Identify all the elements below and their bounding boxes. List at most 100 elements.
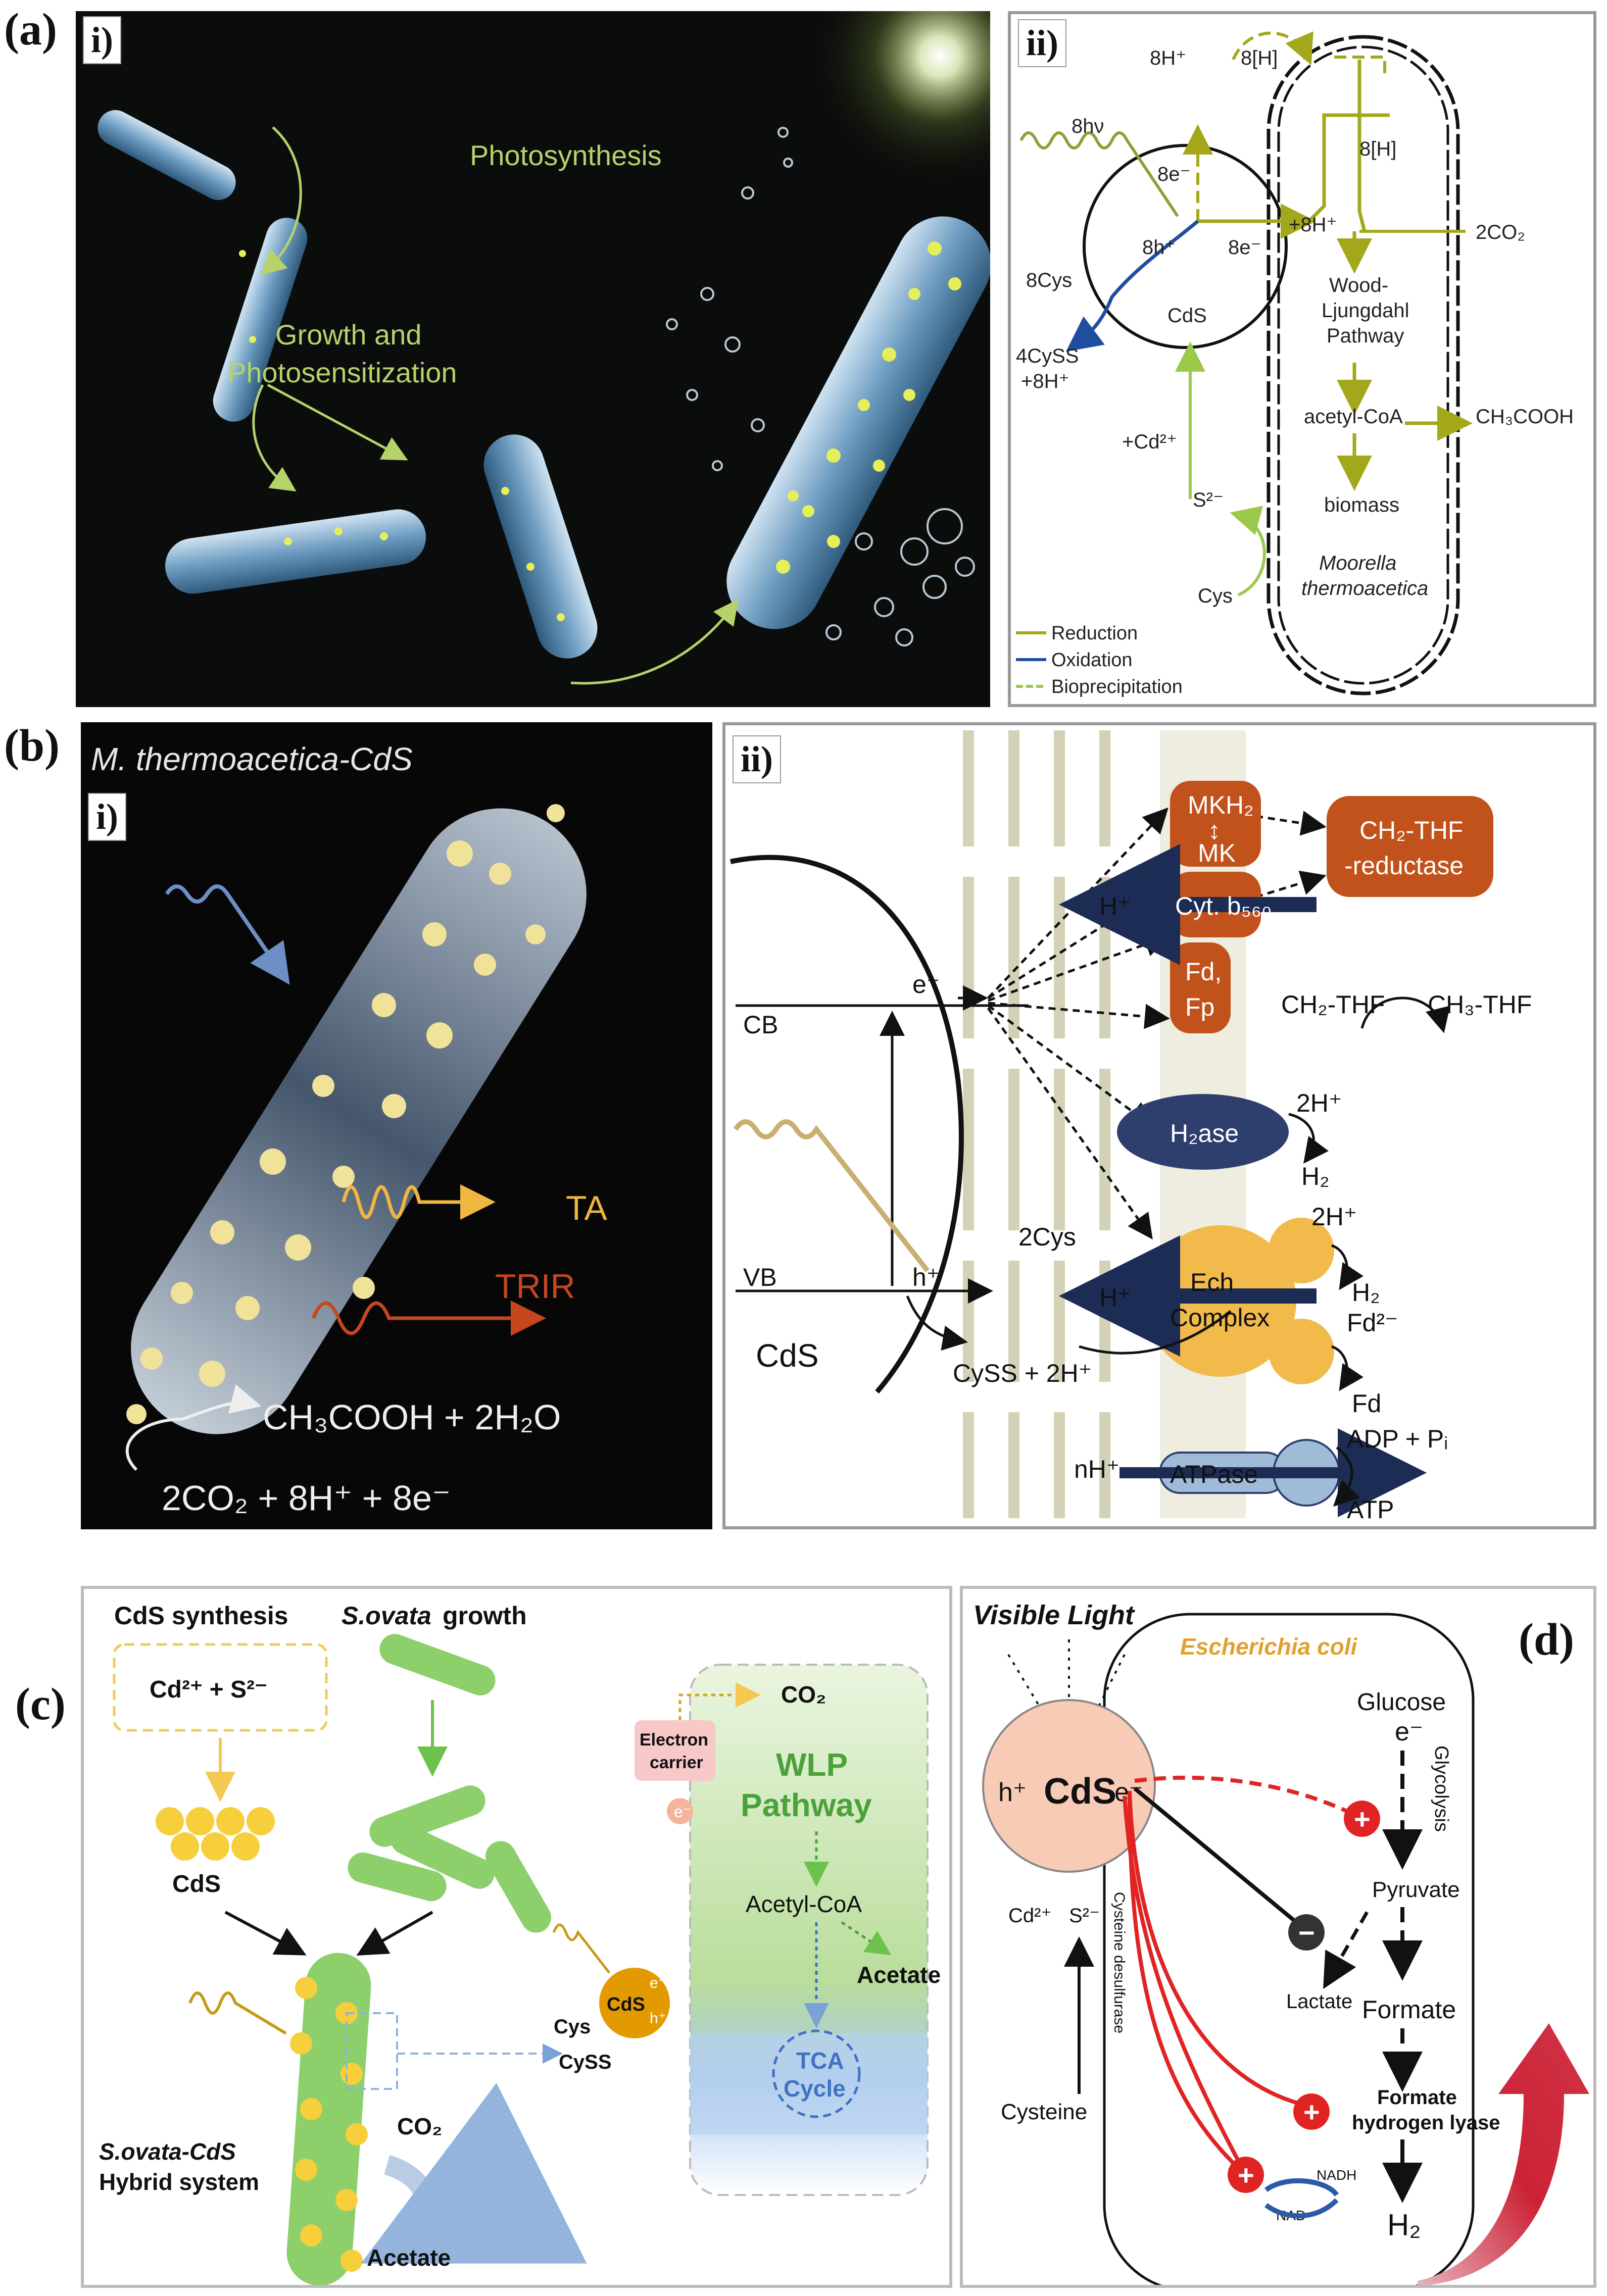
panel-b-i: M. thermoacetica-CdS TA TRIR CH₃COOH + 2… <box>81 722 712 1529</box>
cds-label: CdS <box>172 1871 221 1898</box>
label-cyss: CySS + 2H⁺ <box>953 1359 1092 1387</box>
cds-arc <box>729 855 964 1394</box>
pathway-label: Pathway <box>741 1787 872 1823</box>
visible-light-label: Visible Light <box>973 1600 1135 1630</box>
process-arrows <box>252 126 739 685</box>
glucose-label: Glucose <box>1357 1689 1446 1716</box>
h2ase-enzyme <box>1117 1094 1289 1170</box>
label-hplus-2: H⁺ <box>1099 1283 1131 1312</box>
label-mkh2: MKH₂ <box>1188 791 1254 819</box>
hybrid-cell <box>286 1953 371 2286</box>
wlp-label: WLP <box>776 1746 848 1783</box>
label-atpase: ATPase <box>1170 1460 1258 1488</box>
mkh2-mk-protein <box>1170 781 1261 867</box>
plus-sign: + <box>1303 2096 1320 2128</box>
photosensitization-label: Photosensitization <box>227 357 457 388</box>
growth-species: S.ovata <box>342 1602 431 1630</box>
label-mk: MK <box>1198 839 1236 867</box>
legend-bioprecipitation: Bioprecipitation <box>1051 676 1183 697</box>
pyruvate-label: Pyruvate <box>1372 1877 1460 1902</box>
sovata-cells <box>348 1634 551 1933</box>
inhibit-badge: − <box>1288 1914 1325 1951</box>
cycle-label: Cycle <box>784 2075 846 2102</box>
red-dashed-route <box>1134 1775 1348 1813</box>
fhl-label-1: Formate <box>1377 2086 1457 2109</box>
bacterium-cell-photosensitized <box>726 216 990 629</box>
photosynthesis-illustration: Photosynthesis Growth and Photosensitiza… <box>98 11 990 685</box>
label-8cys: 8Cys <box>1026 269 1072 291</box>
enhance-badge: + <box>1228 2157 1264 2193</box>
label-h2-1: H₂ <box>1301 1162 1330 1190</box>
cds-label: CdS <box>1044 1771 1116 1812</box>
ta-label: TA <box>566 1189 607 1227</box>
panel-label-a-i: i) <box>83 16 121 64</box>
ions-label: Cd²⁺ + S²⁻ <box>150 1676 267 1703</box>
label-ljungdahl: Ljungdahl <box>1322 300 1409 322</box>
label-4cyss: 4CySS <box>1016 345 1079 367</box>
e2-label: e⁻ <box>1395 1717 1423 1746</box>
cds-particles <box>156 1807 275 1861</box>
cds-particle <box>982 1699 1156 1873</box>
nadh-label: NADH <box>1317 2167 1356 2183</box>
label-cd2: +Cd²⁺ <box>1122 431 1177 453</box>
hybrid-label: S.ovata-CdS <box>99 2138 236 2165</box>
label-cyt: Cyt. b₅₆₀ <box>1175 892 1272 920</box>
m-thermoacetica-cds-illustration: M. thermoacetica-CdS TA TRIR CH₃COOH + 2… <box>91 741 607 1518</box>
reduction-arrows <box>1198 60 1473 491</box>
cds-nanoparticles <box>239 241 961 621</box>
cds-synthesis-title: CdS synthesis <box>114 1602 288 1630</box>
trir-label: TRIR <box>495 1267 575 1306</box>
tca-label: TCA <box>796 2048 844 2074</box>
electron-transfer-diagram: MKH₂ ↕ MK Cyt. b₅₆₀ Fd, Fp CH₂-THF -redu… <box>729 730 1532 1524</box>
acetate-wlp: Acetate <box>857 1962 941 1988</box>
label-ch2-thf: CH₂-THF <box>1281 990 1385 1019</box>
panel-label-a: (a) <box>4 5 57 55</box>
ecoli-cds-hydrogen-diagram: Visible Light Escherichia coli (d) h⁺ Cd… <box>973 1600 1589 2292</box>
cds-small-e: e⁻ <box>650 1975 666 1991</box>
label-8e-bottom: 8e⁻ <box>1228 236 1261 259</box>
panel-label-a-ii: ii) <box>1018 19 1066 67</box>
bacterium-cell <box>165 509 426 594</box>
minus-sign: − <box>1298 1917 1315 1949</box>
acetate-label: Acetate <box>367 2244 451 2271</box>
label-cds: CdS <box>756 1337 819 1374</box>
h2-label: H₂ <box>1387 2208 1421 2242</box>
glycolysis-label: Glycolysis <box>1431 1745 1452 1832</box>
label-wood: Wood- <box>1329 274 1388 296</box>
label-cds: CdS <box>1167 305 1207 327</box>
label-hplus-1: H⁺ <box>1099 892 1131 920</box>
electron-circle-label: e⁻ <box>674 1803 692 1821</box>
cds-pathway-diagram: 8H⁺ 8[H] 8[H] 8hν 8e⁻ 8h⁺ 8e⁻ +8H⁺ 2CO₂ … <box>1016 31 1574 697</box>
panel-label-b-i: i) <box>88 793 126 841</box>
label-h2ase: H₂ase <box>1170 1119 1239 1147</box>
hybrid-system-label: Hybrid system <box>99 2169 259 2195</box>
label-ch3-thf: CH₃-THF <box>1428 990 1532 1019</box>
increase-arrow <box>1418 2023 1589 2286</box>
label-nh: nH⁺ <box>1074 1455 1119 1483</box>
label-cb: CB <box>743 1011 778 1039</box>
sovata-cds-hybrid-diagram: CdS synthesis S.ovata growth Cd²⁺ + S²⁻ … <box>99 1602 941 2286</box>
panel-label-b-ii: ii) <box>733 735 781 783</box>
label-s2: S²⁻ <box>1193 489 1224 511</box>
cds-small-particle <box>599 1968 670 2038</box>
cys-label: Cys <box>554 2016 591 2038</box>
label-2cys: 2Cys <box>1018 1223 1076 1251</box>
growth-word: growth <box>443 1602 527 1630</box>
bacterium-cell <box>131 808 587 1434</box>
co2-wlp: CO₂ <box>781 1681 826 1708</box>
label-fd: Fd, <box>1185 958 1222 986</box>
light-wave <box>1019 131 1179 217</box>
oxidation-arrow <box>1065 220 1199 352</box>
cds-small-h: h⁺ <box>650 2010 666 2027</box>
plus-sign: + <box>1238 2159 1254 2191</box>
legend-reduction: Reduction <box>1051 623 1138 644</box>
label-adp: ADP + Pᵢ <box>1347 1425 1448 1453</box>
label-pathway: Pathway <box>1327 325 1404 347</box>
panel-a-i: Photosynthesis Growth and Photosensitiza… <box>76 11 990 707</box>
s2-label: S²⁻ <box>1069 1905 1100 1927</box>
acetyl-coa-label: Acetyl-CoA <box>746 1891 862 1917</box>
label-thf: CH₂-THF <box>1359 816 1463 844</box>
label-8hv: 8hν <box>1072 115 1104 137</box>
ch2-thf-reductase <box>1327 796 1493 897</box>
label-atp: ATP <box>1347 1495 1394 1524</box>
